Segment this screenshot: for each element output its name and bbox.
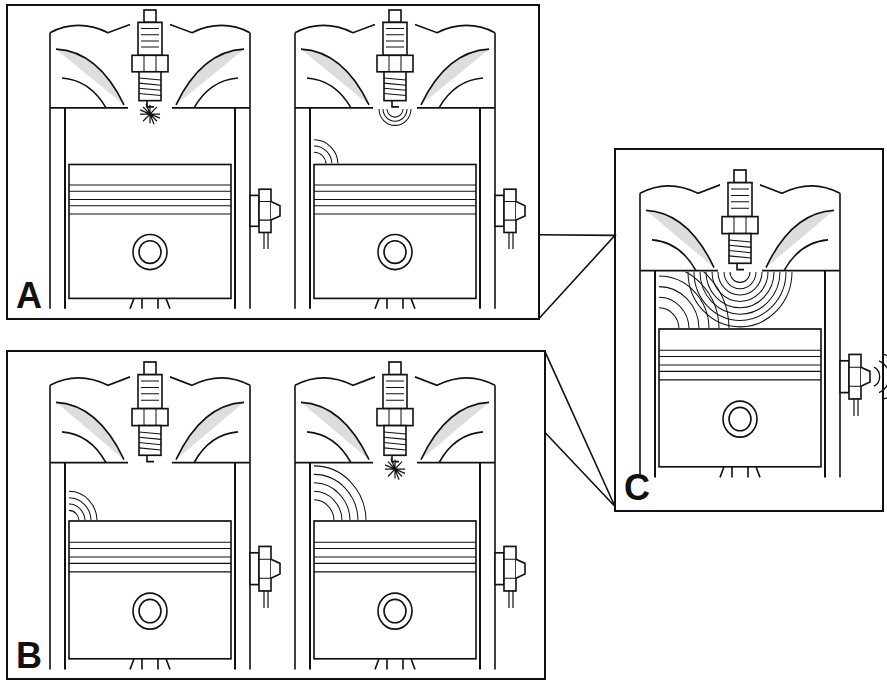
cylinder-figure (50, 362, 280, 669)
cylinder-figure (50, 10, 280, 309)
figure-panel: B (6, 350, 546, 680)
cylinder-figure (295, 362, 525, 669)
bracket-connector (545, 352, 615, 507)
panel-letter: B (16, 638, 42, 674)
cylinder-figure (295, 10, 525, 309)
figure-panel: C (614, 148, 884, 512)
cylinder-figure (640, 170, 887, 477)
figure-panel: A (6, 4, 540, 320)
panel-letter: C (624, 470, 650, 506)
bracket-connector (539, 235, 615, 319)
panel-letter: A (16, 278, 42, 314)
